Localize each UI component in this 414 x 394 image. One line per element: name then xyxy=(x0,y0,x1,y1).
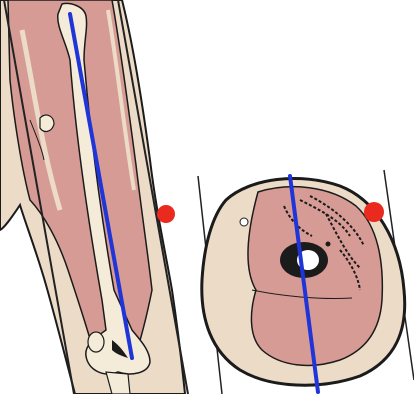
vessel-dot-2 xyxy=(326,242,331,247)
vessel-dot-1 xyxy=(240,218,248,226)
longitudinal-section-panel xyxy=(0,0,188,394)
cross-section-muscle xyxy=(248,187,382,366)
bony-process xyxy=(40,115,54,131)
longitudinal-marker xyxy=(157,205,175,223)
cross-section-panel xyxy=(198,170,414,394)
patella xyxy=(88,332,104,352)
cross-section-marker xyxy=(364,202,384,222)
